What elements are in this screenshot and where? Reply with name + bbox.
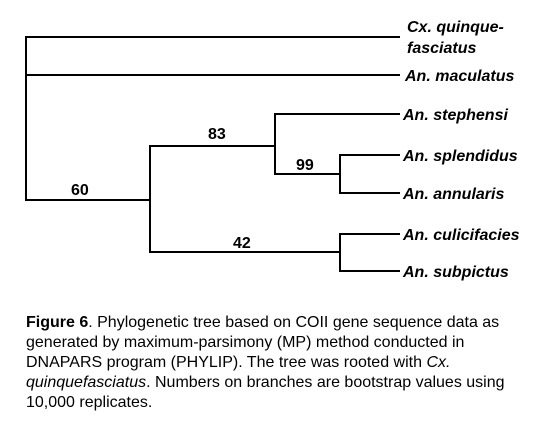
leaf-label-an-maculatus: An. maculatus bbox=[404, 68, 514, 85]
leaf-label-an-culicifacies: An. culicifacies bbox=[402, 227, 520, 244]
leaf-label-an-stephensi: An. stephensi bbox=[402, 107, 508, 124]
bootstrap-value-99: 99 bbox=[296, 157, 314, 174]
leaf-label-an-splendidus: An. splendidus bbox=[402, 148, 518, 165]
bootstrap-value-60: 60 bbox=[71, 182, 89, 199]
caption-text-part1: . Phylogenetic tree based on COII gene s… bbox=[26, 314, 500, 371]
figure-caption: Figure 6. Phylogenetic tree based on COI… bbox=[26, 313, 536, 413]
leaf-label-cx-line1: Cx. quinque- bbox=[407, 19, 504, 36]
figure-label: Figure 6 bbox=[26, 314, 89, 331]
caption-text-part2: . Numbers on branches are bootstrap valu… bbox=[26, 374, 505, 411]
leaf-label-an-annularis: An. annularis bbox=[402, 186, 504, 203]
phylogenetic-tree: Cx. quinque- fasciatus An. maculatus An.… bbox=[25, 19, 520, 281]
bootstrap-value-42: 42 bbox=[233, 235, 251, 252]
caption-italic-species: Cx. quinquefasciatus bbox=[26, 354, 451, 391]
bootstrap-value-83: 83 bbox=[208, 126, 226, 143]
leaf-label-an-subpictus: An. subpictus bbox=[402, 264, 509, 281]
leaf-label-cx-line2: fasciatus bbox=[407, 40, 476, 57]
